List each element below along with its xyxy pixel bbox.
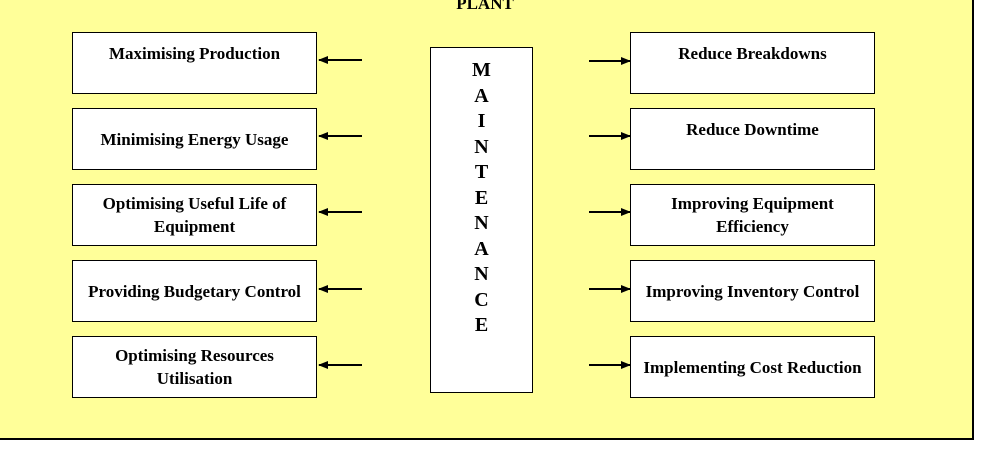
right-box-equipment-efficiency: Improving Equipment Efficiency bbox=[630, 184, 875, 246]
right-box-label: Reduce Downtime bbox=[686, 120, 819, 139]
left-box-label: Minimising Energy Usage bbox=[100, 129, 289, 149]
right-box-label: Improving Equipment Efficiency bbox=[671, 194, 834, 236]
maintenance-letter: N bbox=[474, 212, 489, 234]
maintenance-letter: I bbox=[477, 110, 486, 132]
maintenance-letter: E bbox=[474, 186, 489, 209]
left-box-minimising-energy: Minimising Energy Usage bbox=[72, 108, 317, 170]
maintenance-letter: C bbox=[474, 288, 489, 311]
maintenance-letter: T bbox=[474, 161, 489, 183]
maintenance-letter: N bbox=[474, 263, 489, 285]
left-box-label: Providing Budgetary Control bbox=[88, 281, 301, 301]
left-box-label: Maximising Production bbox=[108, 44, 281, 63]
right-box-reduce-breakdowns: Reduce Breakdowns bbox=[630, 32, 875, 94]
left-box-label: Optimising Resources Utilisation bbox=[115, 346, 274, 388]
maintenance-letter: A bbox=[474, 237, 489, 260]
right-box-label: Improving Inventory Control bbox=[645, 281, 860, 301]
right-box-cost-reduction: Implementing Cost Reduction bbox=[630, 336, 875, 398]
maintenance-letter: M bbox=[472, 59, 491, 81]
left-box-label: Optimising Useful Life of Equipment bbox=[102, 194, 287, 236]
left-box-budgetary-control: Providing Budgetary Control bbox=[72, 260, 317, 322]
left-box-resources-utilisation: Optimising Resources Utilisation bbox=[72, 336, 317, 398]
maintenance-letter: N bbox=[474, 135, 489, 158]
right-box-label: Reduce Breakdowns bbox=[678, 44, 827, 63]
right-box-label: Implementing Cost Reduction bbox=[643, 357, 862, 377]
maintenance-letter: A bbox=[474, 84, 489, 107]
maintenance-letter: E bbox=[474, 314, 489, 336]
left-box-optimising-life: Optimising Useful Life of Equipment bbox=[72, 184, 317, 246]
left-box-maximising-production: Maximising Production bbox=[72, 32, 317, 94]
diagram-title: PLANT bbox=[456, 0, 514, 13]
right-box-inventory-control: Improving Inventory Control bbox=[630, 260, 875, 322]
maintenance-box: M A I N T E N A N C E bbox=[430, 47, 533, 393]
